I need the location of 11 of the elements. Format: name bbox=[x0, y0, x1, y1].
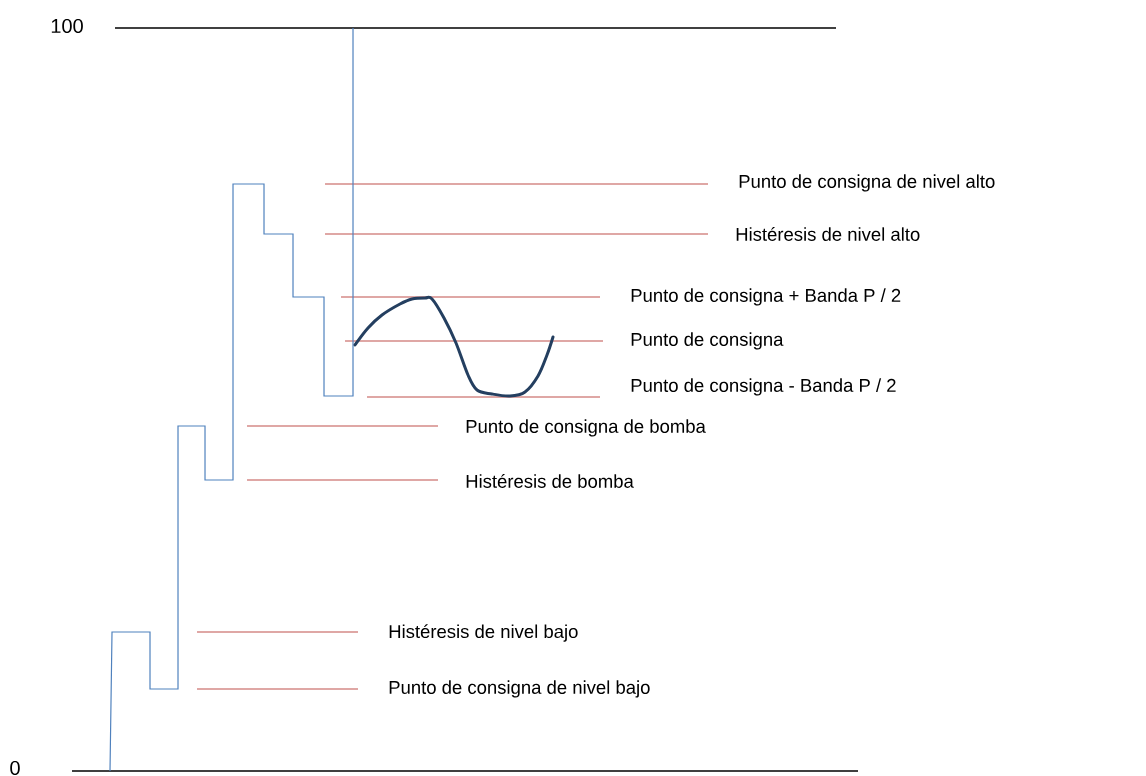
level-label: Punto de consigna bbox=[631, 332, 784, 350]
level-label: Punto de consigna - Banda P / 2 bbox=[631, 378, 896, 396]
level-label: Punto de consigna de bomba bbox=[466, 419, 706, 437]
level-label: Punto de consigna de nivel alto bbox=[739, 174, 995, 192]
level-label: Histéresis de nivel alto bbox=[736, 227, 920, 241]
level-label: Histéresis de bomba bbox=[466, 474, 634, 488]
scale-value: 100 bbox=[51, 18, 83, 34]
level-label: Punto de consigna + Banda P / 2 bbox=[631, 288, 901, 306]
scale-value: 0 bbox=[10, 760, 20, 776]
level-label: Punto de consigna de nivel bajo bbox=[389, 680, 650, 698]
level-label: Histéresis de nivel bajo bbox=[389, 624, 578, 642]
